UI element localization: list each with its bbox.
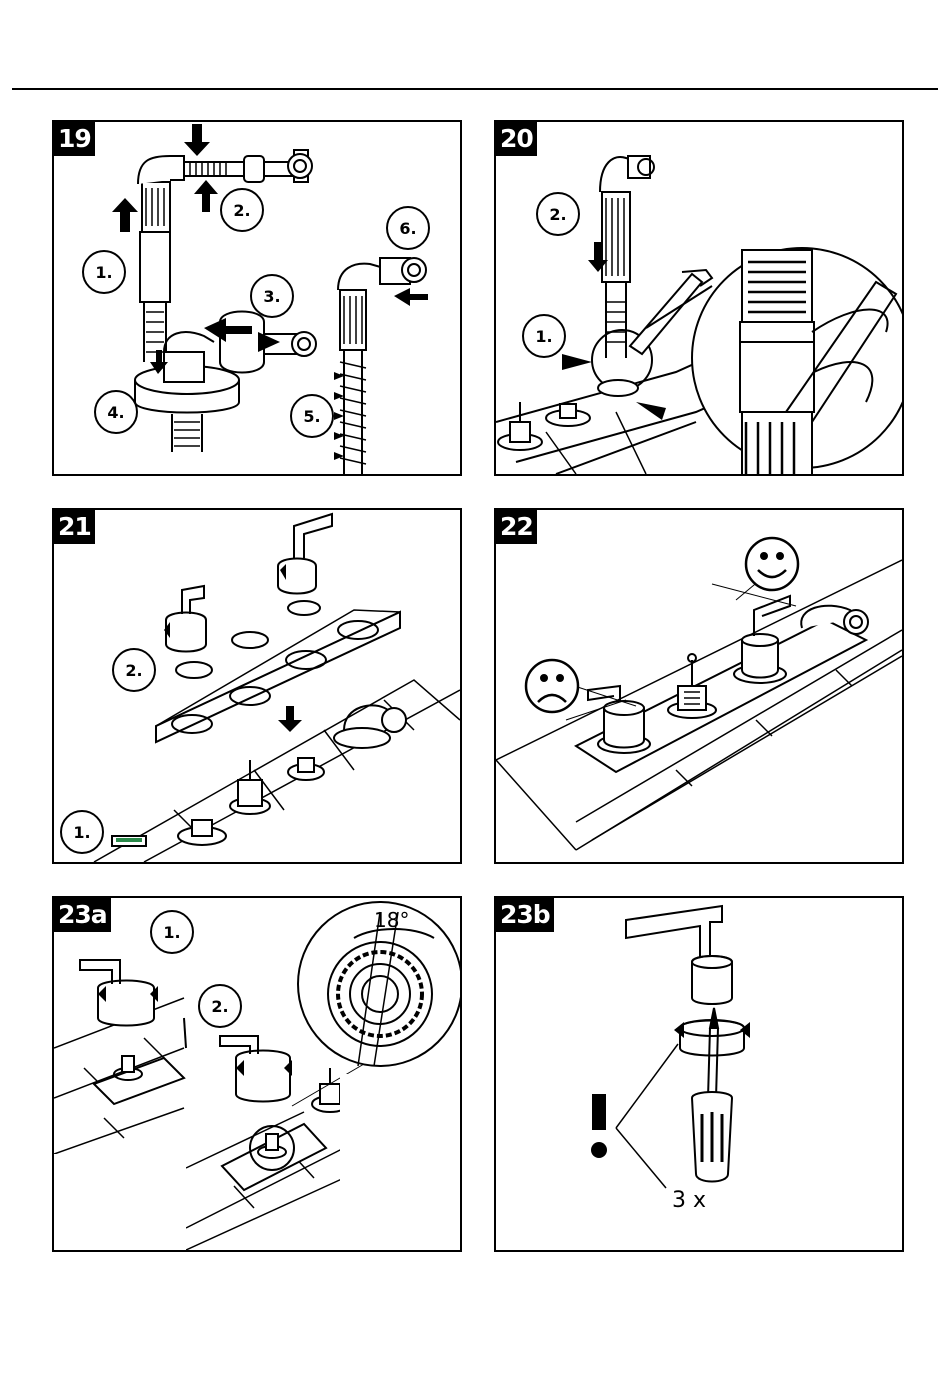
panel-number: 22 xyxy=(496,510,537,544)
step-1-marker: 1. xyxy=(82,250,126,294)
panel-21: 21 1. 2. xyxy=(52,508,462,864)
header-rule xyxy=(12,88,938,90)
panel-number: 19 xyxy=(54,122,95,156)
panel-19: 19 1. 2. 3. 4. 5. 6. xyxy=(52,120,462,476)
panel-22: 22 xyxy=(494,508,904,864)
handle-alignment-illustration xyxy=(496,510,902,862)
panel-number: 20 xyxy=(496,122,537,156)
step-1-marker: 1. xyxy=(60,810,104,854)
panel-23a: 23a 1. 2. 18° xyxy=(52,896,462,1252)
handle-rotation-illustration xyxy=(54,898,460,1250)
panel-number: 23a xyxy=(54,898,111,932)
repeat-count-label: 3 x xyxy=(672,1188,706,1213)
panel-23b: 23b 3 x xyxy=(494,896,904,1252)
panel-number: 21 xyxy=(54,510,95,544)
step-2-marker: 2. xyxy=(220,188,264,232)
step-6-marker: 6. xyxy=(386,206,430,250)
rotation-angle-label: 18° xyxy=(374,908,409,932)
panel-20: 20 1. 2. xyxy=(494,120,904,476)
step-4-marker: 4. xyxy=(94,390,138,434)
trim-plate-illustration xyxy=(54,510,460,862)
step-2-marker: 2. xyxy=(112,648,156,692)
hose-fitting-illustration xyxy=(496,122,902,474)
step-1-marker: 1. xyxy=(522,314,566,358)
step-1-marker: 1. xyxy=(150,910,194,954)
step-2-marker: 2. xyxy=(198,984,242,1028)
step-3-marker: 3. xyxy=(250,274,294,318)
step-2-marker: 2. xyxy=(536,192,580,236)
panel-number: 23b xyxy=(496,898,554,932)
step-5-marker: 5. xyxy=(290,394,334,438)
